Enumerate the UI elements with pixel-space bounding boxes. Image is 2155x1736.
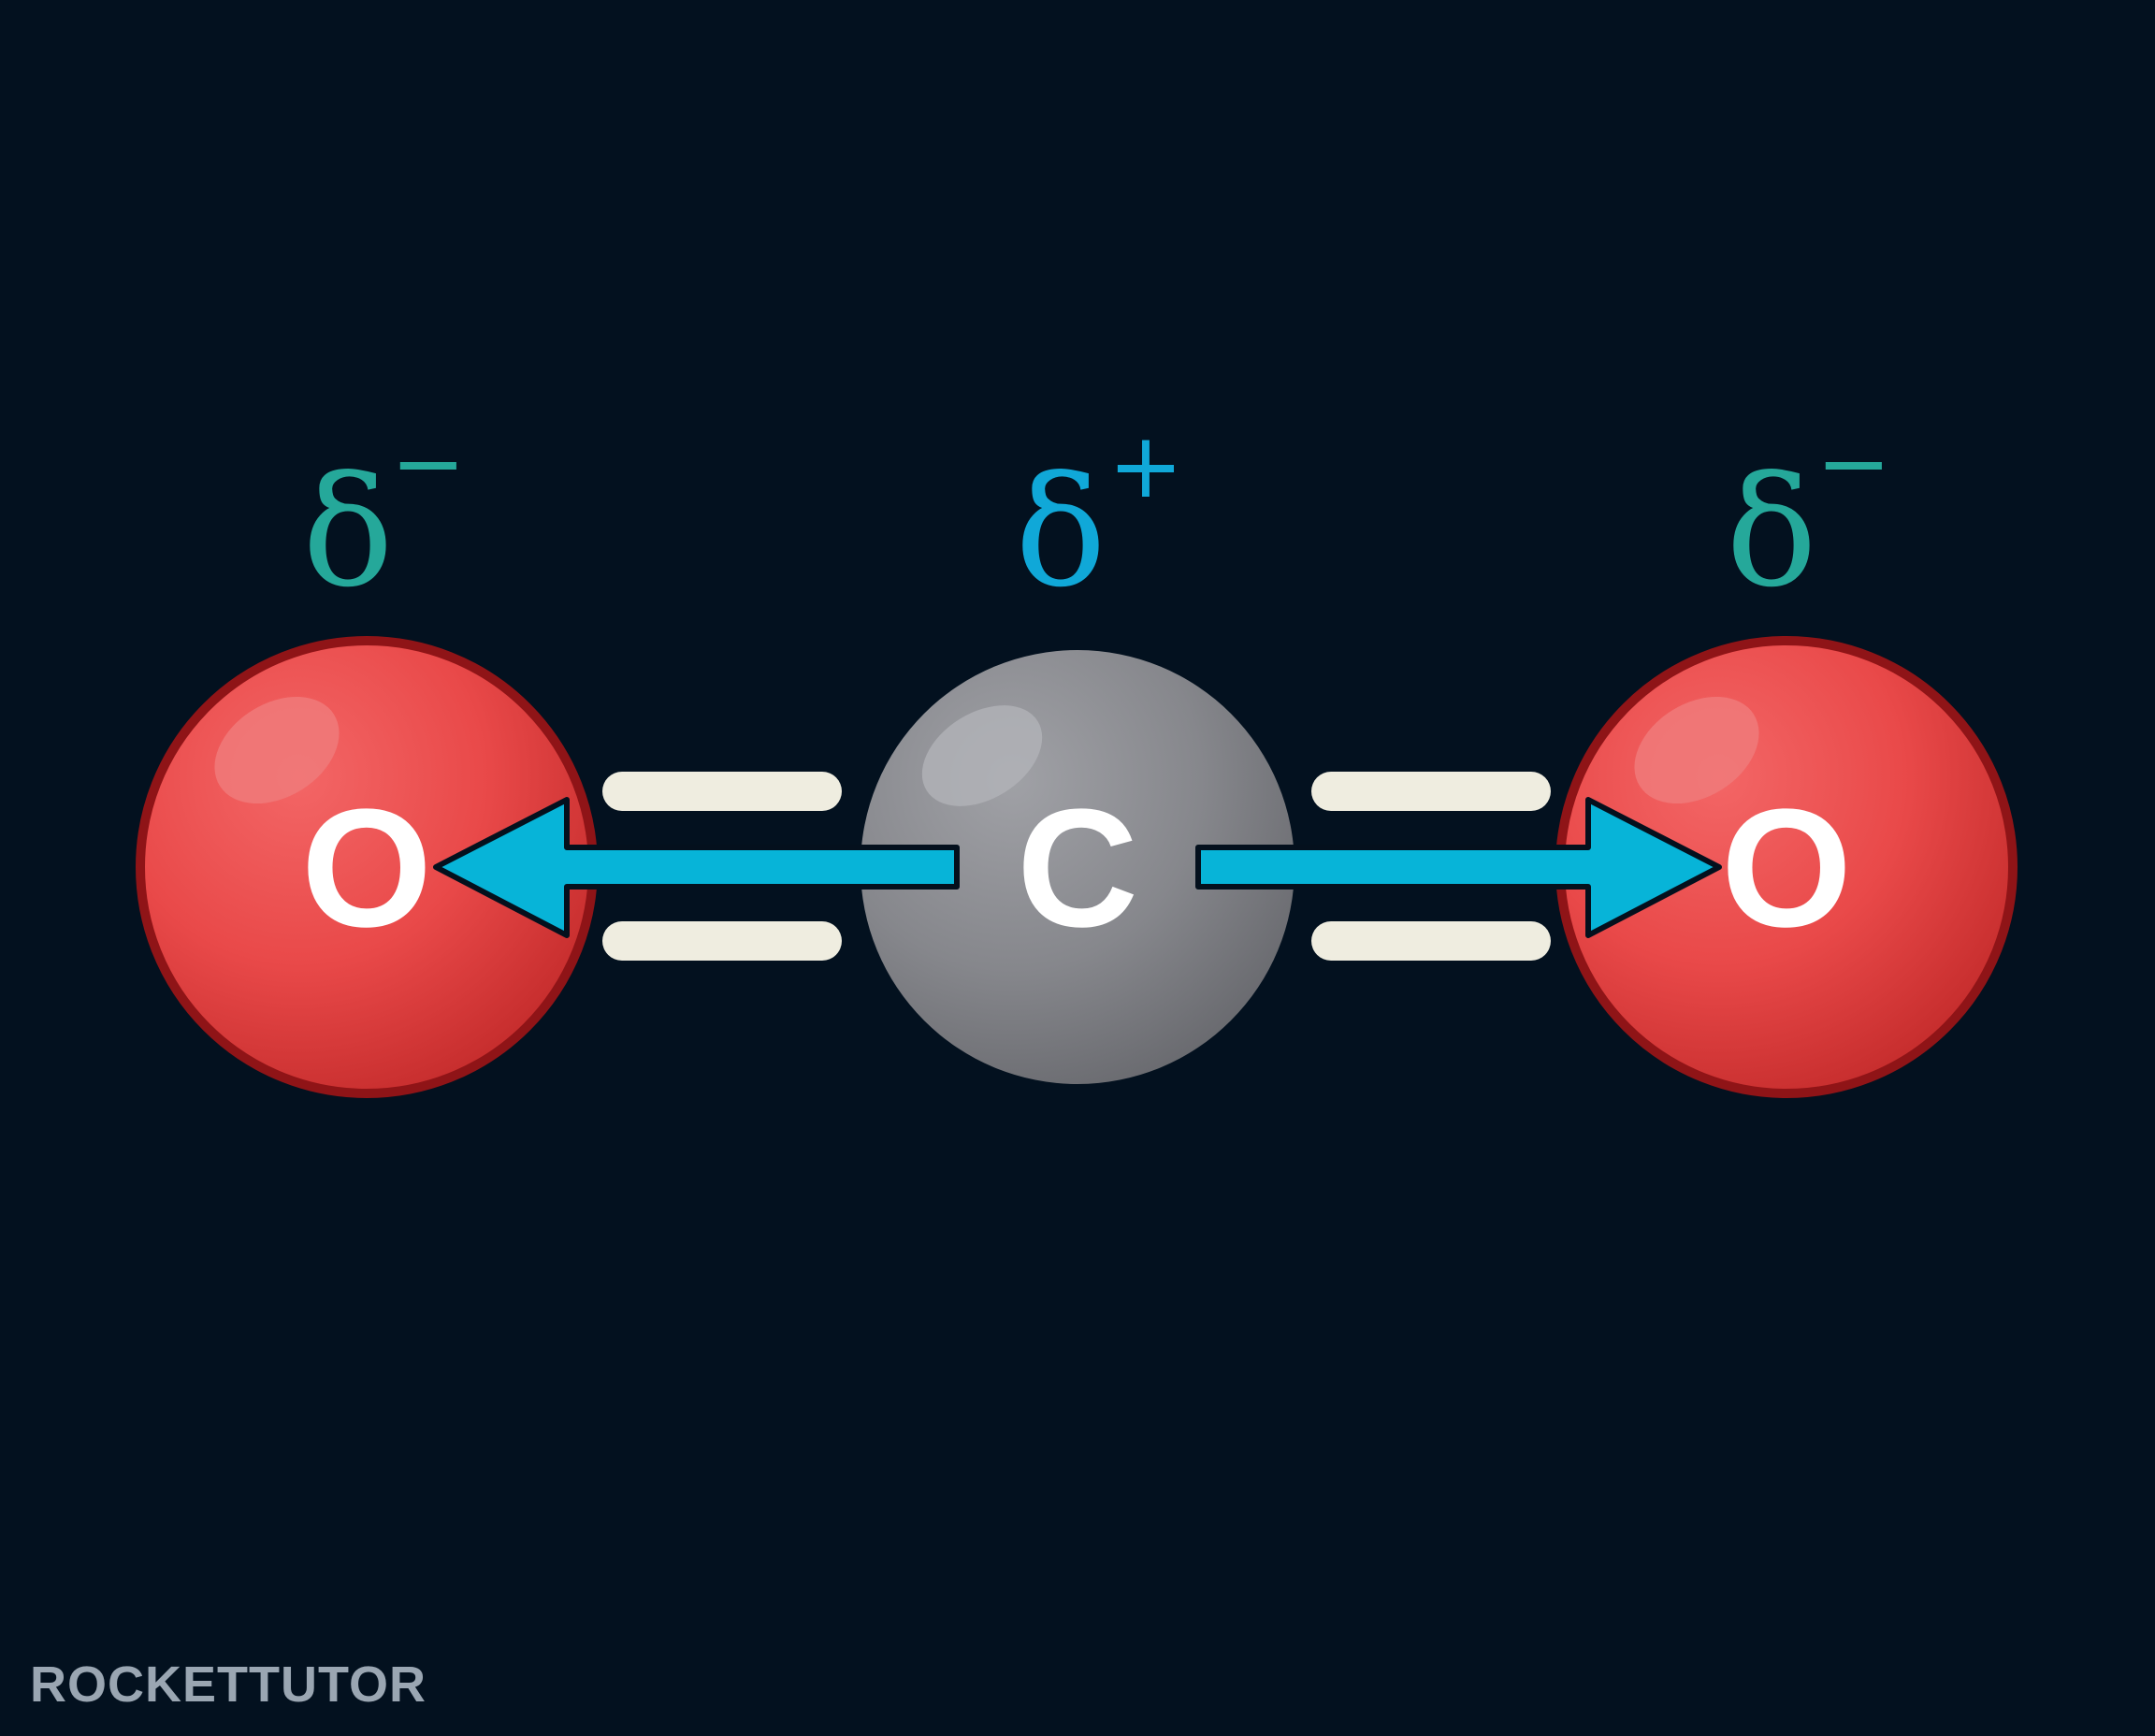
left-arrow-icon <box>433 797 960 938</box>
partial-negative-delta: δ <box>1726 445 1817 621</box>
partial-negative-sign: − <box>1816 411 1891 515</box>
right-arrow-icon <box>1195 797 1722 938</box>
oxygen-atom-right: O <box>1555 636 2018 1098</box>
watermark-logo: ROCKETTUTOR <box>30 1656 427 1713</box>
bond-line-lower <box>1311 921 1551 961</box>
oxygen-label: O <box>301 774 432 962</box>
charge-label-right-oxygen: δ − <box>1726 411 1891 621</box>
charge-label-carbon: δ + <box>1015 413 1183 621</box>
carbon-label: C <box>1017 774 1138 962</box>
partial-negative-delta: δ <box>302 445 394 621</box>
bond-line-upper <box>1311 772 1551 811</box>
bond-line-upper <box>602 772 842 811</box>
double-bond-left <box>602 772 842 961</box>
partial-negative-sign: − <box>391 411 466 515</box>
dipole-arrow-left <box>433 797 960 938</box>
partial-positive-delta: δ <box>1015 445 1106 621</box>
oxygen-highlight <box>1634 696 1759 804</box>
dipole-arrow-right <box>1195 797 1722 938</box>
partial-positive-sign: + <box>1108 413 1183 518</box>
charge-label-left-oxygen: δ − <box>302 411 466 621</box>
carbon-highlight <box>921 705 1043 806</box>
oxygen-atom-left: O <box>136 636 598 1098</box>
carbon-atom: C <box>861 650 1294 1084</box>
oxygen-label: O <box>1721 774 1852 962</box>
oxygen-highlight <box>214 696 340 804</box>
double-bond-right <box>1311 772 1551 961</box>
bond-line-lower <box>602 921 842 961</box>
